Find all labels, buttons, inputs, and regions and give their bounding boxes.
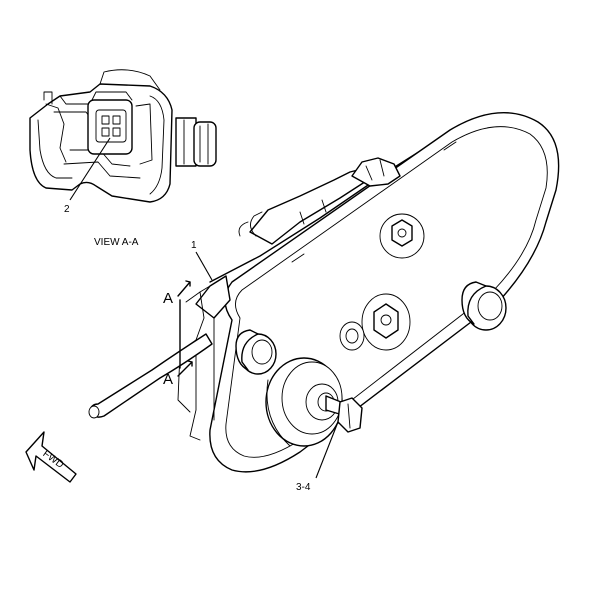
- section-marker-top: A: [163, 290, 173, 307]
- view-title: VIEW A-A: [94, 237, 139, 248]
- callout-part-1: 1: [191, 240, 197, 251]
- detail-view-connector: [29, 69, 217, 203]
- section-arrow-bottom: [177, 361, 193, 377]
- callout-part-2: 2: [64, 204, 70, 215]
- main-assembly: [88, 112, 560, 473]
- leader-line-part-3-4: [315, 421, 339, 479]
- section-arrow-top: [177, 281, 191, 297]
- section-arrowhead-top: [185, 280, 191, 287]
- callout-part-3-4: 3-4: [296, 482, 311, 493]
- section-marker-bottom: A: [163, 371, 173, 388]
- section-arrowhead-bottom: [187, 360, 193, 367]
- leader-line-part-2: [69, 137, 111, 201]
- leader-line-part-1: [195, 251, 213, 281]
- fwd-arrow-icon: FWD: [25, 431, 77, 483]
